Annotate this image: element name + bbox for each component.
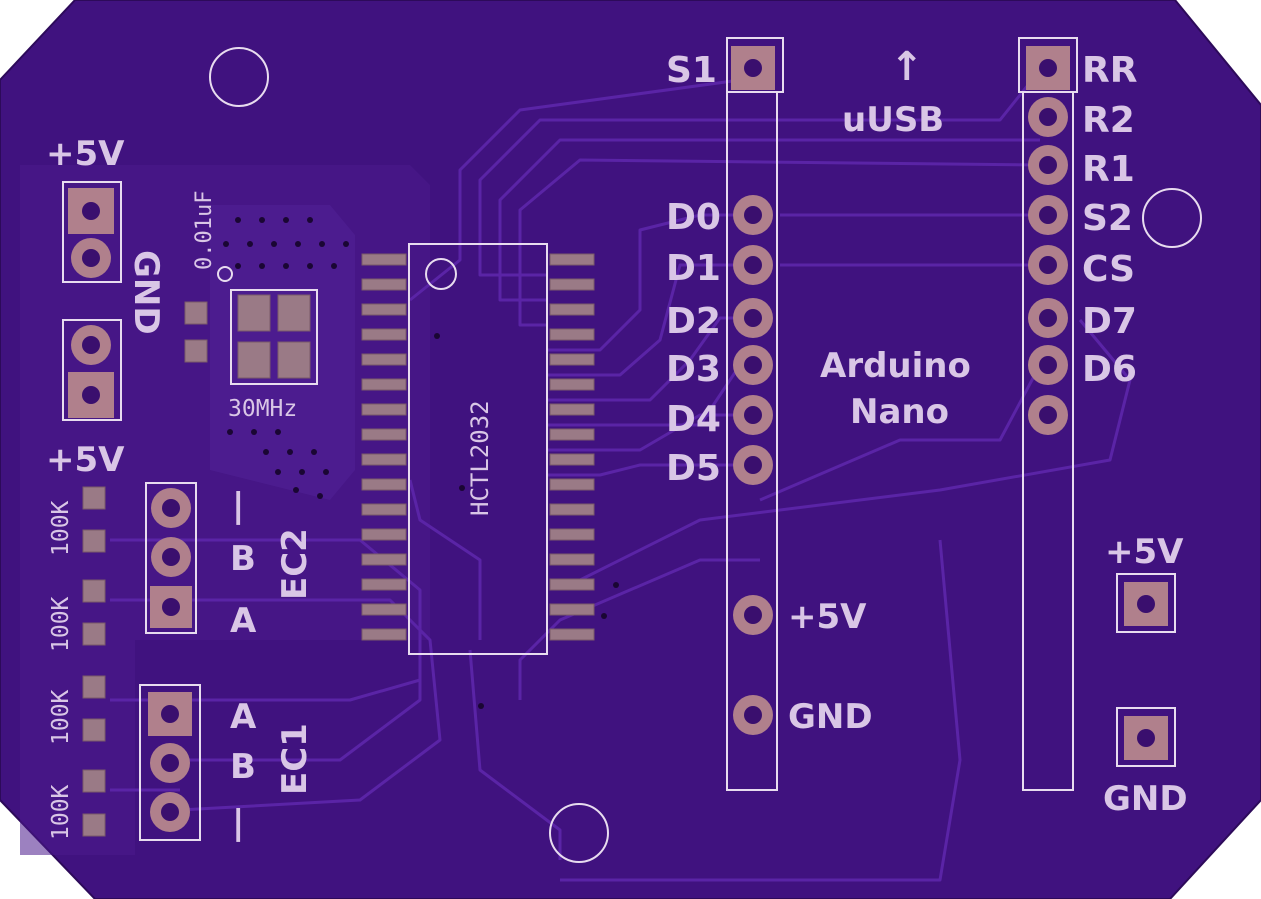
nano-pin-d5-label: D5 bbox=[666, 448, 721, 489]
resistor-label-2: 100K bbox=[48, 596, 74, 652]
nano-pin-d1-label: D1 bbox=[666, 248, 721, 289]
ec2-pin-1-label: | bbox=[232, 486, 244, 526]
resistor-pads bbox=[82, 486, 106, 837]
nano-pin-rr-label: RR bbox=[1082, 50, 1137, 91]
resistor-label-3: 100K bbox=[48, 689, 74, 745]
usb-label: uUSB bbox=[842, 100, 944, 140]
mounting-hole-bottom bbox=[549, 803, 609, 863]
nano-pin-d2-label: D2 bbox=[666, 301, 721, 342]
nano-pin-d3-label: D3 bbox=[666, 349, 721, 390]
nano-pin-d7-label: D7 bbox=[1082, 301, 1137, 342]
ec2-pin-3-label: A bbox=[230, 601, 257, 641]
crystal bbox=[230, 289, 318, 385]
left-power-top-label: +5V bbox=[46, 134, 125, 174]
nano-title-line2: Nano bbox=[850, 392, 949, 432]
ec1-pin-2-label: B bbox=[230, 747, 256, 787]
ec1-title: EC1 bbox=[275, 723, 315, 795]
nano-pin-d0-label: D0 bbox=[666, 197, 721, 238]
cap-pad-bottom bbox=[184, 339, 208, 363]
mounting-hole-top-left bbox=[209, 47, 269, 107]
cap-pad-top bbox=[184, 301, 208, 325]
ic-label: HCTL2032 bbox=[466, 400, 494, 516]
resistor-label-4: 100K bbox=[48, 784, 74, 840]
nano-title-line1: Arduino bbox=[820, 346, 971, 386]
nano-left-header bbox=[726, 37, 784, 791]
nano-pin-r2-label: R2 bbox=[1082, 100, 1135, 141]
usb-arrow-icon: ↑ bbox=[890, 44, 924, 90]
right-power-label: +5V bbox=[1105, 532, 1184, 572]
left-gnd-label: GND bbox=[126, 250, 166, 335]
left-power-mid-label: +5V bbox=[46, 440, 125, 480]
nano-pin-s2-label: S2 bbox=[1082, 198, 1133, 239]
cap-label: 0.01uF bbox=[192, 191, 217, 270]
ec1-pin-1-label: A bbox=[230, 697, 257, 737]
via-dots bbox=[223, 217, 619, 709]
traces bbox=[110, 69, 1132, 882]
resistor-label-1: 100K bbox=[48, 500, 74, 556]
ec2-connector bbox=[145, 482, 197, 634]
nano-pin-d6-label: D6 bbox=[1082, 349, 1137, 390]
nano-pin-cs-label: CS bbox=[1082, 249, 1135, 290]
ec2-title: EC2 bbox=[275, 528, 315, 600]
ic-hctl2032 bbox=[361, 243, 595, 655]
nano-pin-gnd-label: GND bbox=[788, 697, 873, 737]
ec2-pin-2-label: B bbox=[230, 539, 256, 579]
mounting-hole-right bbox=[1142, 188, 1202, 248]
nano-pin-d4-label: D4 bbox=[666, 399, 721, 440]
right-power-pads bbox=[1116, 573, 1176, 767]
right-gnd-label: GND bbox=[1103, 779, 1188, 819]
nano-right-header bbox=[1018, 37, 1078, 791]
ec1-pin-3-label: | bbox=[232, 803, 244, 843]
ec1-connector bbox=[139, 684, 201, 841]
nano-pin-5v-label: +5V bbox=[788, 597, 867, 637]
crystal-label: 30MHz bbox=[228, 396, 297, 422]
cap-pin1-marker bbox=[217, 266, 233, 282]
nano-pin-r1-label: R1 bbox=[1082, 149, 1135, 190]
left-power-connector bbox=[62, 181, 122, 421]
nano-pin-s1-label: S1 bbox=[666, 50, 717, 91]
